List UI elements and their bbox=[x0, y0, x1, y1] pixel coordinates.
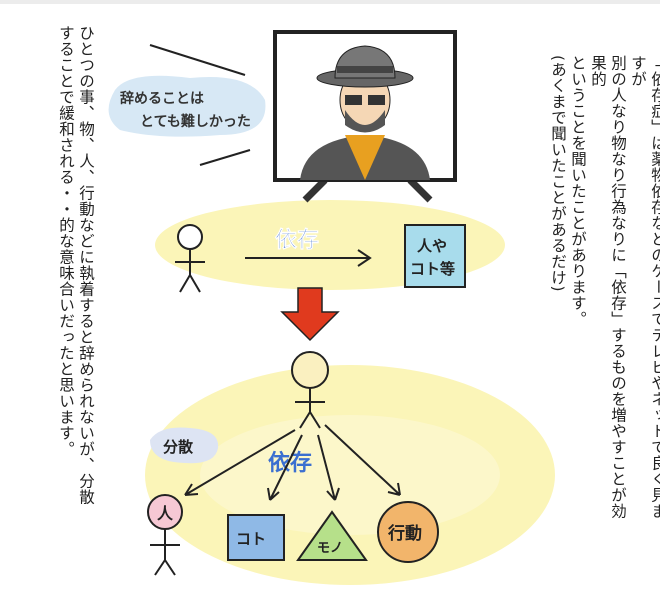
target-action: 行動 bbox=[377, 501, 439, 563]
narration-line: することで緩和される・・的な意味合いだったと思います。 bbox=[57, 25, 75, 457]
target-person: 人 bbox=[147, 494, 183, 576]
tv bbox=[273, 30, 457, 203]
target-box bbox=[404, 224, 466, 288]
target-object-label: モノ bbox=[317, 541, 343, 556]
target-person-label: 人 bbox=[157, 504, 174, 523]
branch-arrows bbox=[184, 424, 401, 501]
speech-line-2: とても難しかった bbox=[140, 113, 251, 130]
disperse-label: 分散 bbox=[163, 438, 194, 456]
dependence-label-bottom: 依存 bbox=[268, 450, 312, 476]
speech-bubble bbox=[108, 75, 266, 137]
narration-line: ということを聞いたことがあります。 bbox=[569, 55, 587, 327]
narration-right: 「依存症」は薬物依存などのケースでテレビやネットで良く見ますが 別の人なり物なり… bbox=[548, 55, 660, 525]
narration-left: ひとつの事、物、人、行動などに執着すると辞められないが、分散 することで緩和され… bbox=[56, 25, 96, 525]
target-box-line-1: 人や bbox=[417, 237, 447, 255]
top-border bbox=[0, 0, 660, 4]
target-thing: コト bbox=[227, 514, 285, 561]
hat-man bbox=[300, 45, 430, 180]
stick-figure-top bbox=[175, 224, 205, 293]
stick-figure-center bbox=[291, 351, 329, 429]
narration-line: 別の人なり物なり行為なりに「依存」するものを増やすことが効果的 bbox=[589, 55, 627, 519]
speech-line-1: 辞めることは bbox=[120, 90, 204, 107]
target-object: モノ bbox=[296, 510, 368, 561]
target-box-line-2: コト等 bbox=[410, 260, 455, 278]
disperse-bubble bbox=[150, 427, 219, 464]
narration-line: ひとつの事、物、人、行動などに執着すると辞められないが、分散 bbox=[77, 25, 95, 505]
narration-line: 「依存症」は薬物依存などのケースでテレビやネットで良く見ますが bbox=[629, 55, 660, 519]
target-action-label: 行動 bbox=[387, 523, 422, 544]
narration-line: (あくまで聞いたことがあるだけ) bbox=[549, 55, 567, 293]
dependence-label-top: 依存 bbox=[275, 227, 319, 253]
red-down-arrow bbox=[280, 287, 340, 342]
dependence-arrow-top bbox=[245, 249, 372, 267]
target-thing-label: コト bbox=[236, 530, 266, 548]
